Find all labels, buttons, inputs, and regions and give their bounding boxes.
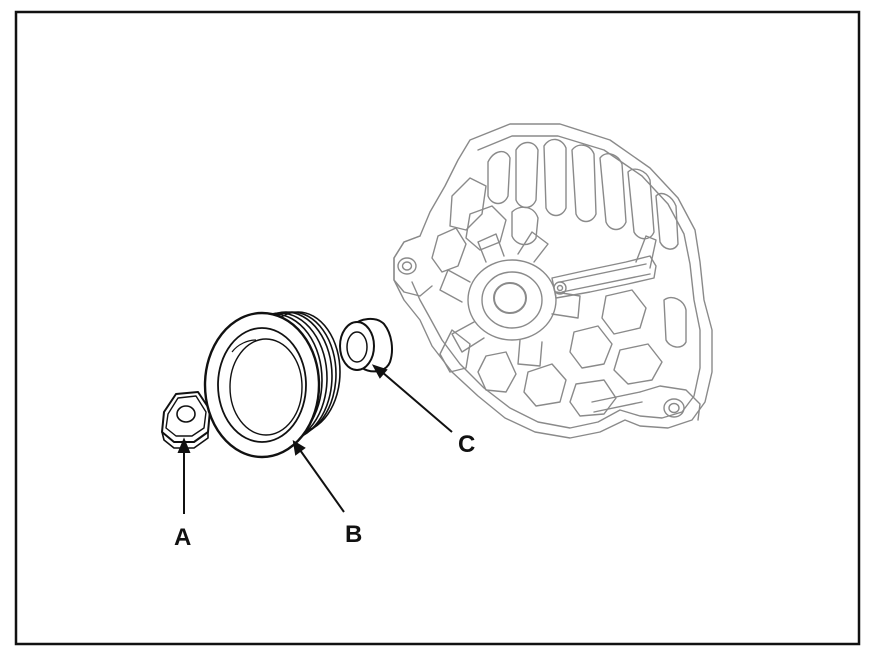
leader-b [299, 449, 345, 513]
part-a-nut [161, 391, 211, 449]
central-hub-ring [481, 271, 543, 329]
pulley-front-face [203, 311, 321, 459]
figure-frame [14, 10, 861, 646]
terminal-stud [553, 281, 567, 295]
central-hub-bore [493, 282, 527, 314]
leader-lines [177, 364, 453, 514]
left-mount-hole [397, 257, 417, 275]
spacer-bore [346, 331, 368, 363]
upper-vent-ribs [487, 138, 679, 250]
right-mounting-ear [639, 385, 701, 421]
right-mount-hole [663, 398, 685, 418]
part-c-spacer [339, 318, 393, 373]
alternator-housing [393, 123, 713, 439]
leader-c [381, 371, 453, 433]
callout-label-b: B [345, 521, 362, 548]
arrowhead-b [292, 440, 306, 456]
housing-inner-rim [411, 135, 701, 429]
callout-label-c: C [458, 431, 475, 458]
pulley-recess [229, 338, 303, 436]
arrowhead-a [177, 437, 191, 453]
left-mounting-ear [393, 235, 433, 297]
callout-label-a: A [174, 524, 191, 551]
part-b-pulley [203, 311, 341, 459]
nut-bore [176, 405, 196, 423]
nut-hex-outer [161, 391, 211, 443]
nut-hex-face [165, 395, 207, 437]
central-hub-outer [467, 259, 557, 341]
arrowhead-c [371, 364, 388, 379]
terminal-bracket [551, 255, 657, 299]
pulley-inner-rim [217, 327, 307, 443]
spacer-front-face [339, 321, 375, 371]
